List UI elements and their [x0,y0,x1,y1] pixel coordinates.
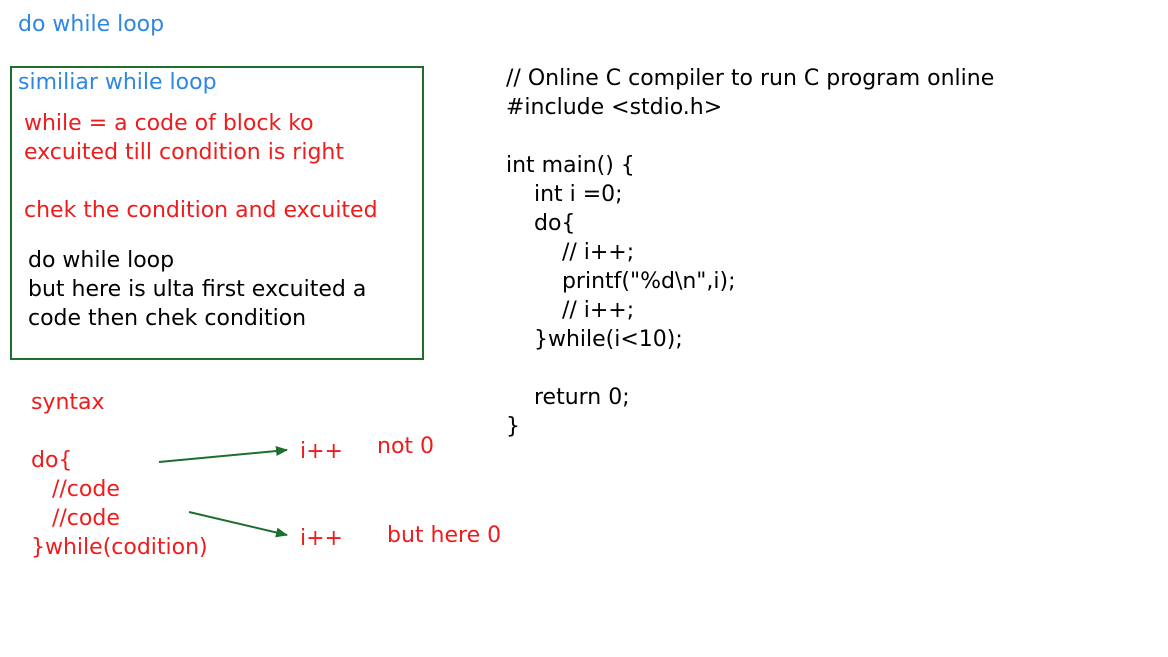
while-desc-line-2: excuited till condition is right [24,140,344,165]
code-line [506,354,994,383]
do-while-desc-line-1: do while loop [28,248,175,273]
code-line: int i =0; [506,182,623,207]
annotation-note-2: but here 0 [387,523,502,548]
code-block: // Online C compiler to run C program on… [506,64,994,441]
syntax-line: do{ [31,448,73,473]
code-line: #include <stdio.h> [506,95,723,120]
box-title: similiar while loop [18,70,217,95]
annotation-op-1: i++ [300,439,343,464]
code-line: return 0; [506,385,630,410]
page-title: do while loop [18,12,165,37]
annotation-note-1: not 0 [377,434,435,459]
code-line: // i++; [506,298,635,323]
code-line: do{ [506,211,576,236]
code-line: int main() { [506,153,635,178]
code-line: printf("%d\n",i); [506,269,736,294]
syntax-line: //code [31,477,120,502]
while-desc-line-1: while = a code of block ko [24,111,314,136]
syntax-line: //code [31,506,120,531]
code-line: } [506,414,520,439]
code-line [506,122,994,151]
syntax-line: }while(codition) [31,535,208,560]
check-condition-text: chek the condition and excuited [24,198,378,223]
code-line: // Online C compiler to run C program on… [506,66,995,91]
arrow-line-2 [188,511,288,538]
note-box [10,66,424,360]
annotation-op-2: i++ [300,526,343,551]
do-while-desc-line-3: code then chek condition [28,306,307,331]
code-line: }while(i<10); [506,327,683,352]
do-while-desc-line-2: but here is ulta first excuited a [28,277,367,302]
arrow-line-1 [158,446,288,463]
code-line: // i++; [506,240,635,265]
syntax-label: syntax [31,390,105,415]
